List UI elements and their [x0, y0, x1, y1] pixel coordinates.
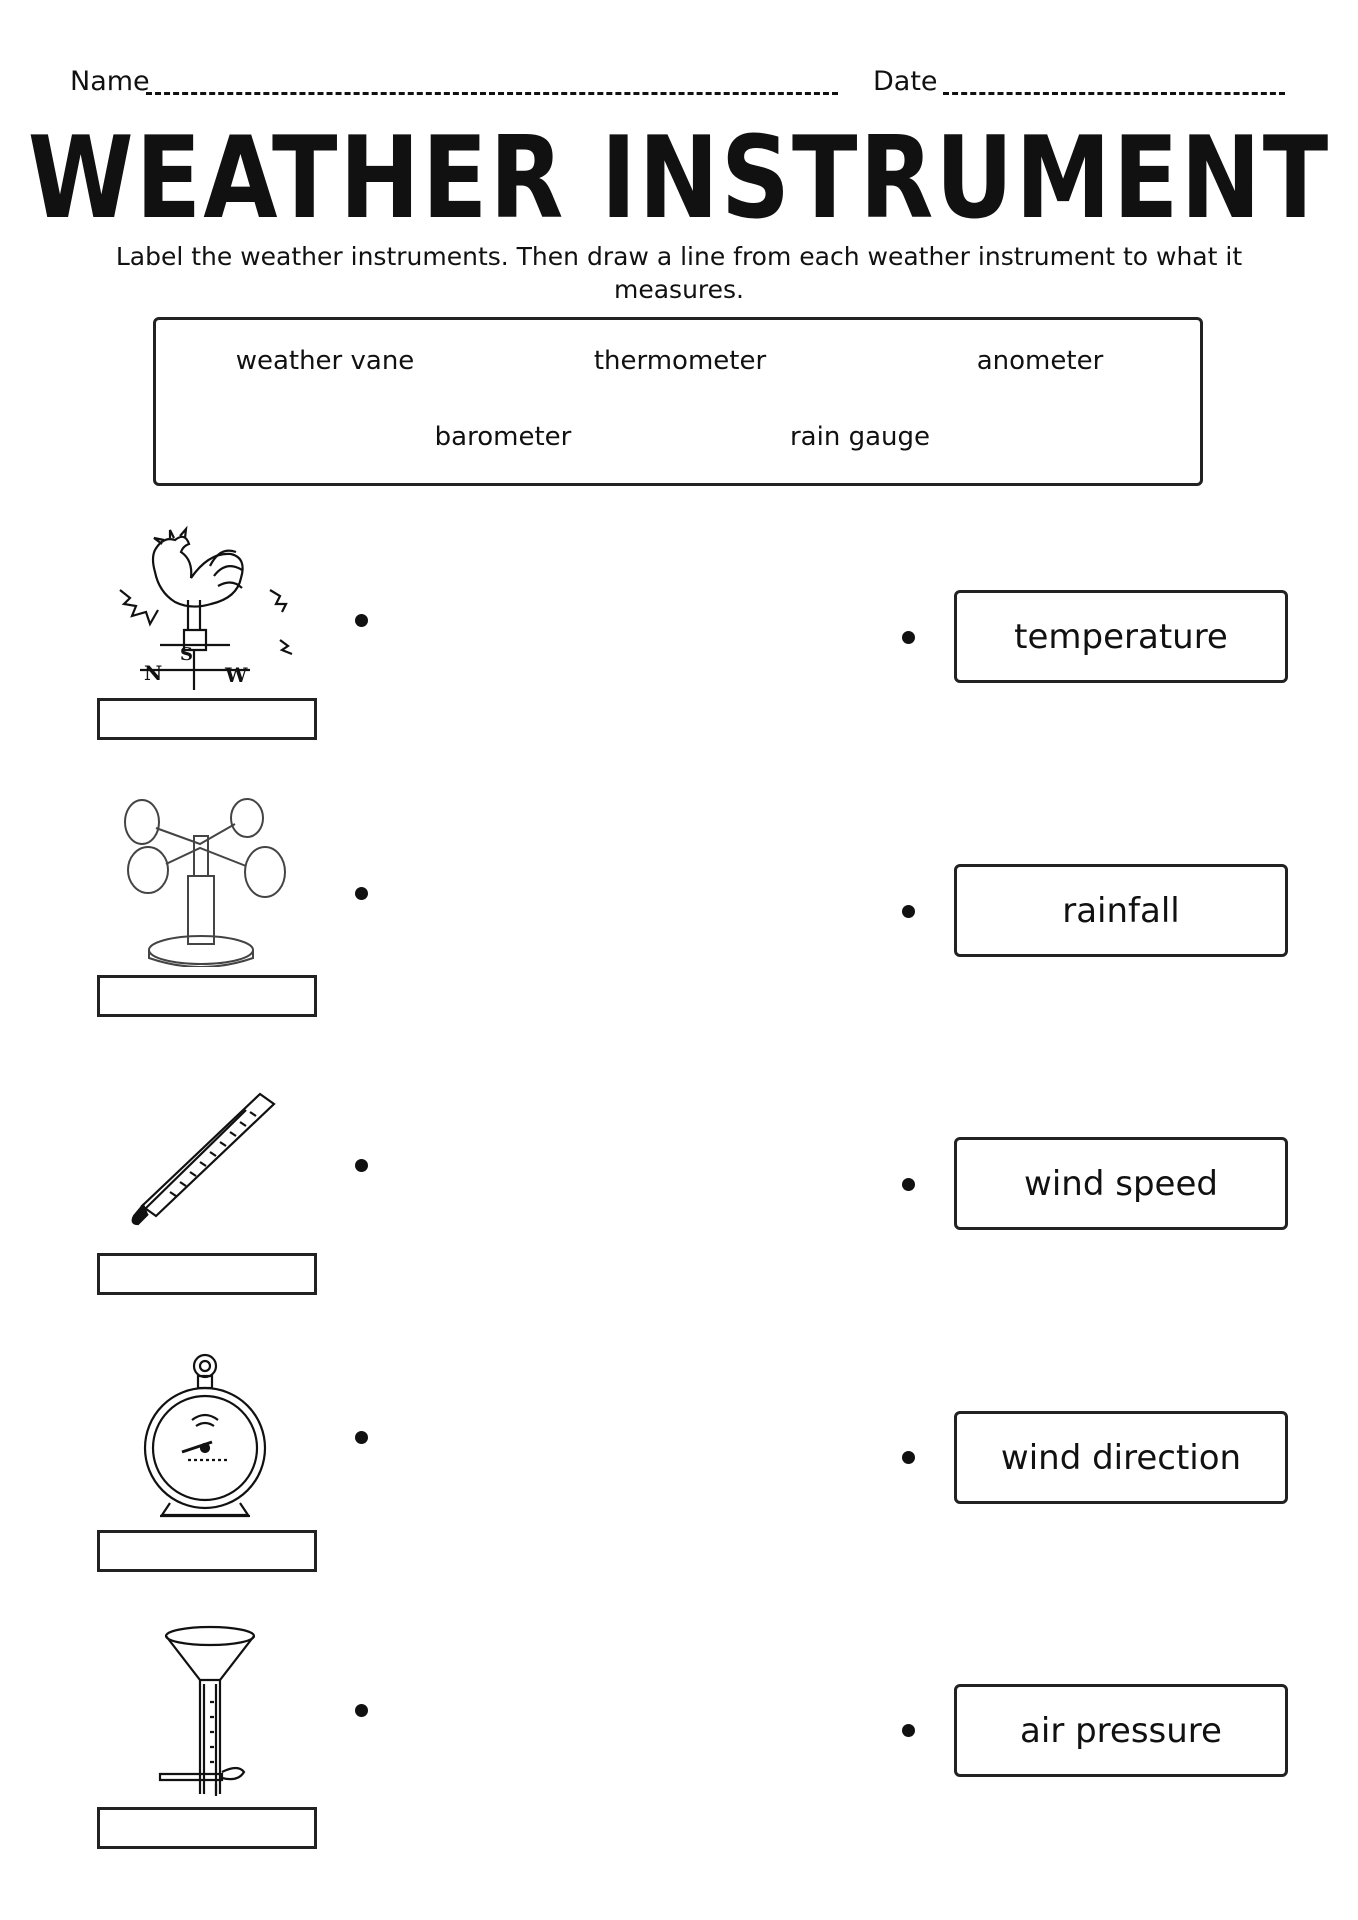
rain-gauge-icon — [100, 1622, 315, 1797]
thermometer-icon — [100, 1082, 315, 1257]
measurement-box: wind speed — [954, 1137, 1288, 1230]
svg-text:S: S — [180, 644, 193, 665]
instrument-label-box[interactable] — [97, 975, 317, 1017]
weather-vane-icon: N S W — [100, 520, 315, 695]
match-dot-right[interactable] — [902, 905, 915, 918]
name-label: Name — [70, 66, 150, 97]
instrument-label-box[interactable] — [97, 1807, 317, 1849]
date-field[interactable] — [943, 92, 1285, 95]
word-bank-item: weather vane — [235, 346, 415, 376]
match-dot-right[interactable] — [902, 1724, 915, 1737]
instrument-label-box[interactable] — [97, 1253, 317, 1295]
barometer-icon — [100, 1348, 315, 1523]
measurement-box: air pressure — [954, 1684, 1288, 1777]
measurement-box: wind direction — [954, 1411, 1288, 1504]
match-dot-left[interactable] — [355, 614, 368, 627]
match-dot-right[interactable] — [902, 1451, 915, 1464]
instrument-label-box[interactable] — [97, 698, 317, 740]
match-dot-right[interactable] — [902, 631, 915, 644]
word-bank-item: anometer — [976, 346, 1104, 376]
match-dot-left[interactable] — [355, 1159, 368, 1172]
word-bank-item: rain gauge — [789, 422, 930, 452]
word-bank-item: barometer — [434, 422, 572, 452]
instructions: Label the weather instruments. Then draw… — [115, 242, 1243, 304]
svg-text:W: W — [224, 663, 248, 687]
match-dot-right[interactable] — [902, 1178, 915, 1191]
measurement-box: temperature — [954, 590, 1288, 683]
instrument-label-box[interactable] — [97, 1530, 317, 1572]
date-label: Date — [873, 66, 938, 97]
measurement-box: rainfall — [954, 864, 1288, 957]
name-field[interactable] — [146, 92, 838, 95]
anemometer-icon — [100, 792, 315, 968]
match-dot-left[interactable] — [355, 1704, 368, 1717]
svg-text:N: N — [144, 661, 162, 685]
page-title: WEATHER INSTRUMENT — [27, 112, 1331, 245]
match-dot-left[interactable] — [355, 1431, 368, 1444]
word-bank-item: thermometer — [593, 346, 767, 376]
word-bank: weather vane thermometer anometer barome… — [153, 317, 1203, 486]
match-dot-left[interactable] — [355, 887, 368, 900]
